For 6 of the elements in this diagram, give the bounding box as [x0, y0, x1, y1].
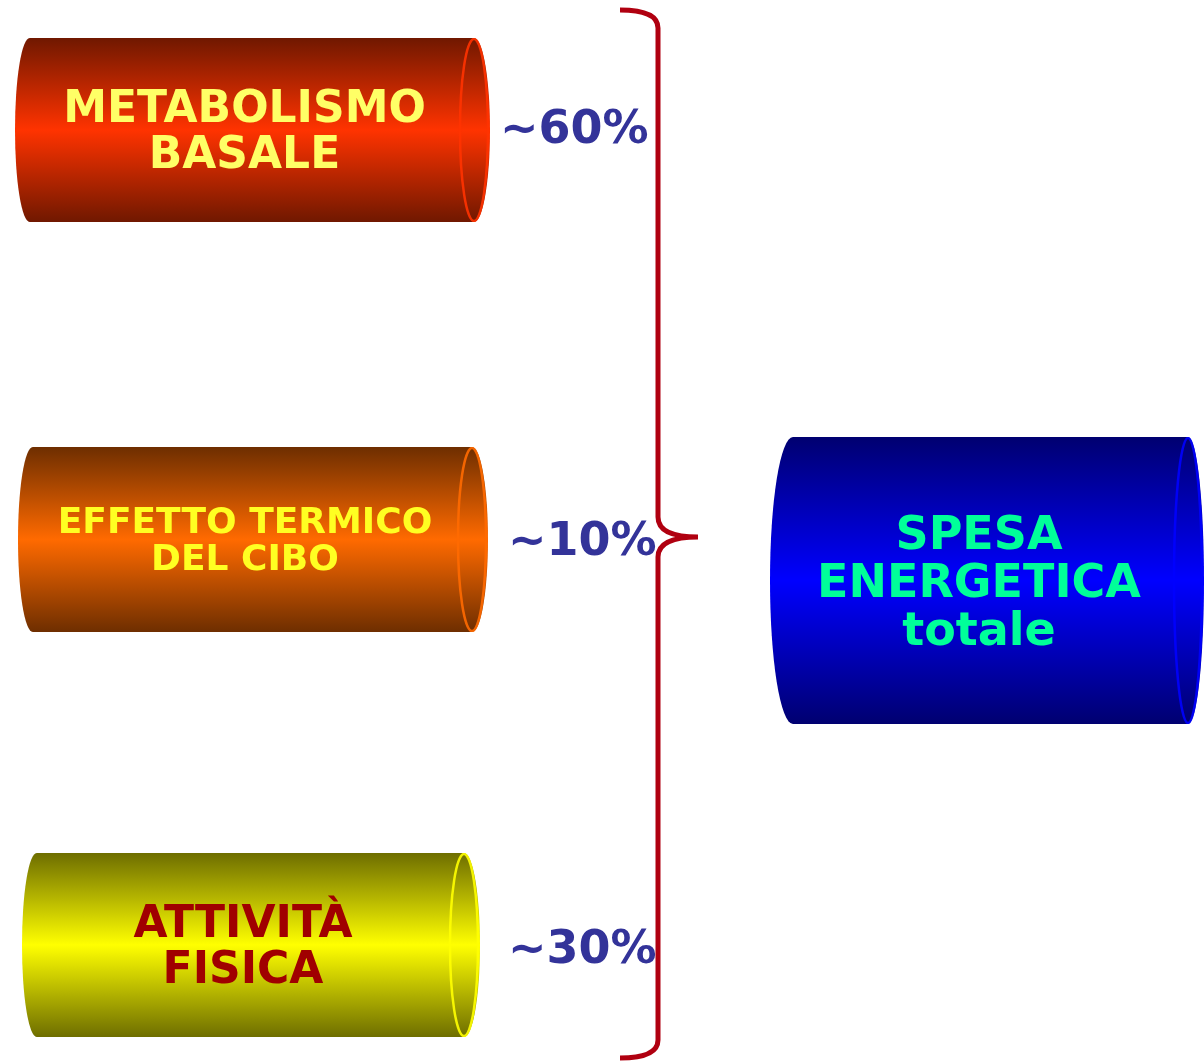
- node-label: SPESA ENERGETICA totale: [816, 508, 1142, 653]
- node-label: METABOLISMO BASALE: [62, 83, 427, 177]
- percentage-label: ~60%: [500, 100, 649, 154]
- percentage-label: ~30%: [508, 920, 657, 974]
- node-label: EFFETTO TERMICO DEL CIBO: [56, 501, 434, 578]
- percentage-label: ~10%: [508, 512, 657, 566]
